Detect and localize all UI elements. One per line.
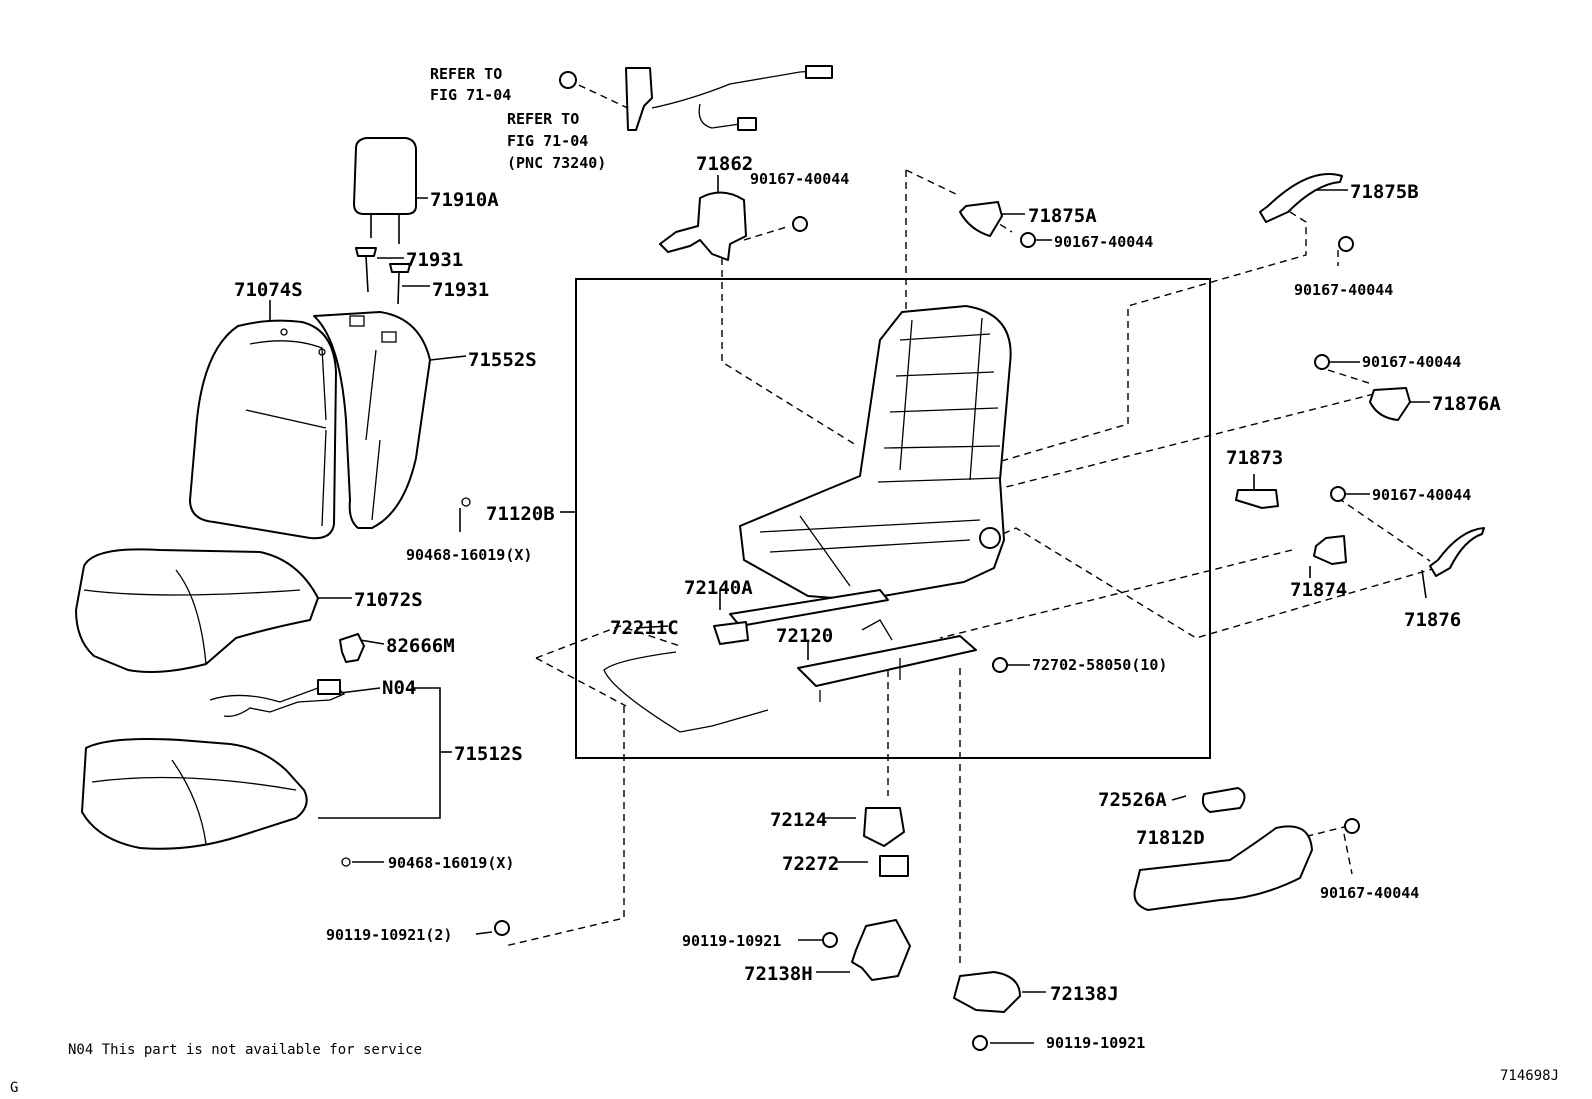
- seat-cushion-cover-icon: [75, 548, 319, 673]
- part-number-label: 90119-10921: [682, 932, 781, 950]
- seat-cushion-pad-icon: [81, 738, 308, 850]
- lever-71875B-icon: [1259, 173, 1343, 223]
- part-number-label: 72124: [770, 809, 827, 831]
- part-number-label: 71072S: [354, 589, 423, 611]
- part-number-label: 71931: [406, 249, 463, 271]
- part-number-label: 90468-16019(X): [388, 854, 514, 872]
- footnote: N04 This part is not available for servi…: [68, 1042, 422, 1058]
- part-number-label: 90468-16019(X): [406, 546, 532, 564]
- part-number-label: N04: [382, 677, 416, 699]
- part-number-label: 90167-40044: [750, 170, 849, 188]
- part-number-label: 72526A: [1098, 789, 1167, 811]
- part-number-label: 71876A: [1432, 393, 1501, 415]
- part-number-label: 72138J: [1050, 983, 1119, 1005]
- harness-N04-icon: [209, 679, 346, 717]
- part-number-label: 72272: [782, 853, 839, 875]
- part-number-label: 71812D: [1136, 827, 1205, 849]
- seat-frame-group-box: [575, 278, 1211, 759]
- armrest-cap-72526A-icon: [1201, 787, 1246, 813]
- part-number-label: 71876: [1404, 609, 1461, 631]
- part-number-label: 90167-40044: [1320, 884, 1419, 902]
- refer-note-2-line2: FIG 71-04: [507, 132, 588, 150]
- bracket-71873-icon: [1235, 489, 1279, 509]
- headrest-guide-icon: [355, 247, 411, 305]
- connector-72272-icon: [879, 855, 909, 877]
- part-number-label: 72211C: [610, 617, 679, 639]
- part-number-label: 90167-40044: [1362, 353, 1461, 371]
- refer-note-1-line1: REFER TO: [430, 65, 502, 83]
- part-number-label: 71862: [696, 153, 753, 175]
- cover-72138J-icon: [953, 971, 1021, 1013]
- part-number-label: 71910A: [430, 189, 499, 211]
- part-number-label: 71074S: [234, 279, 303, 301]
- bracket-82666M-icon: [339, 633, 365, 663]
- part-number-label: 72140A: [684, 577, 753, 599]
- part-number-label: 71552S: [468, 349, 537, 371]
- cover-72138H-icon: [851, 919, 911, 981]
- part-number-label: 71875B: [1350, 181, 1419, 203]
- side-cover-71862-icon: [659, 191, 747, 261]
- refer-note-2-line3: (PNC 73240): [507, 154, 606, 172]
- bolt-icons: [341, 216, 1360, 1051]
- part-number-label: 71875A: [1028, 205, 1097, 227]
- part-number-label: 71120B: [486, 503, 555, 525]
- seat-track-72120-icon: [797, 619, 977, 702]
- corner-letter: G: [10, 1080, 18, 1096]
- part-number-label: 71931: [432, 279, 489, 301]
- part-number-label: 71873: [1226, 447, 1283, 469]
- part-number-label: 72138H: [744, 963, 813, 985]
- seatback-cover-icon: [189, 319, 337, 540]
- solid-leaders: [269, 175, 1430, 1044]
- refer-note-1-line2: FIG 71-04: [430, 86, 511, 104]
- seat-track-72140A-icon: [713, 589, 889, 645]
- lever-71876-icon: [1429, 527, 1485, 577]
- headrest-icon: [353, 137, 417, 244]
- part-number-label: 90119-10921: [1046, 1034, 1145, 1052]
- bracket-72124-icon: [863, 807, 905, 847]
- seatback-pad-icon: [313, 311, 431, 529]
- part-number-label: 71512S: [454, 743, 523, 765]
- cover-71875A-icon: [959, 201, 1003, 237]
- shield-71812D-icon: [1133, 825, 1313, 911]
- cover-71876A-icon: [1369, 387, 1411, 421]
- bracket-71874-icon: [1313, 535, 1347, 565]
- figure-number: 714698J: [1500, 1068, 1559, 1084]
- part-number-label: 90119-10921(2): [326, 926, 452, 944]
- refer-note-2-line1: REFER TO: [507, 110, 579, 128]
- part-number-label: 72120: [776, 625, 833, 647]
- part-number-label: 90167-40044: [1054, 233, 1153, 251]
- wire-72211C-icon: [603, 651, 769, 733]
- part-number-label: 90167-40044: [1294, 281, 1393, 299]
- part-number-label: 90167-40044: [1372, 486, 1471, 504]
- seatbelt-buckle-icon: [559, 65, 833, 131]
- dashed-leaders: [504, 79, 1437, 966]
- part-number-label: 72702-58050(10): [1032, 656, 1167, 674]
- part-number-label: 82666M: [386, 635, 455, 657]
- part-number-label: 71874: [1290, 579, 1347, 601]
- seat-frame-icon: [739, 305, 1012, 601]
